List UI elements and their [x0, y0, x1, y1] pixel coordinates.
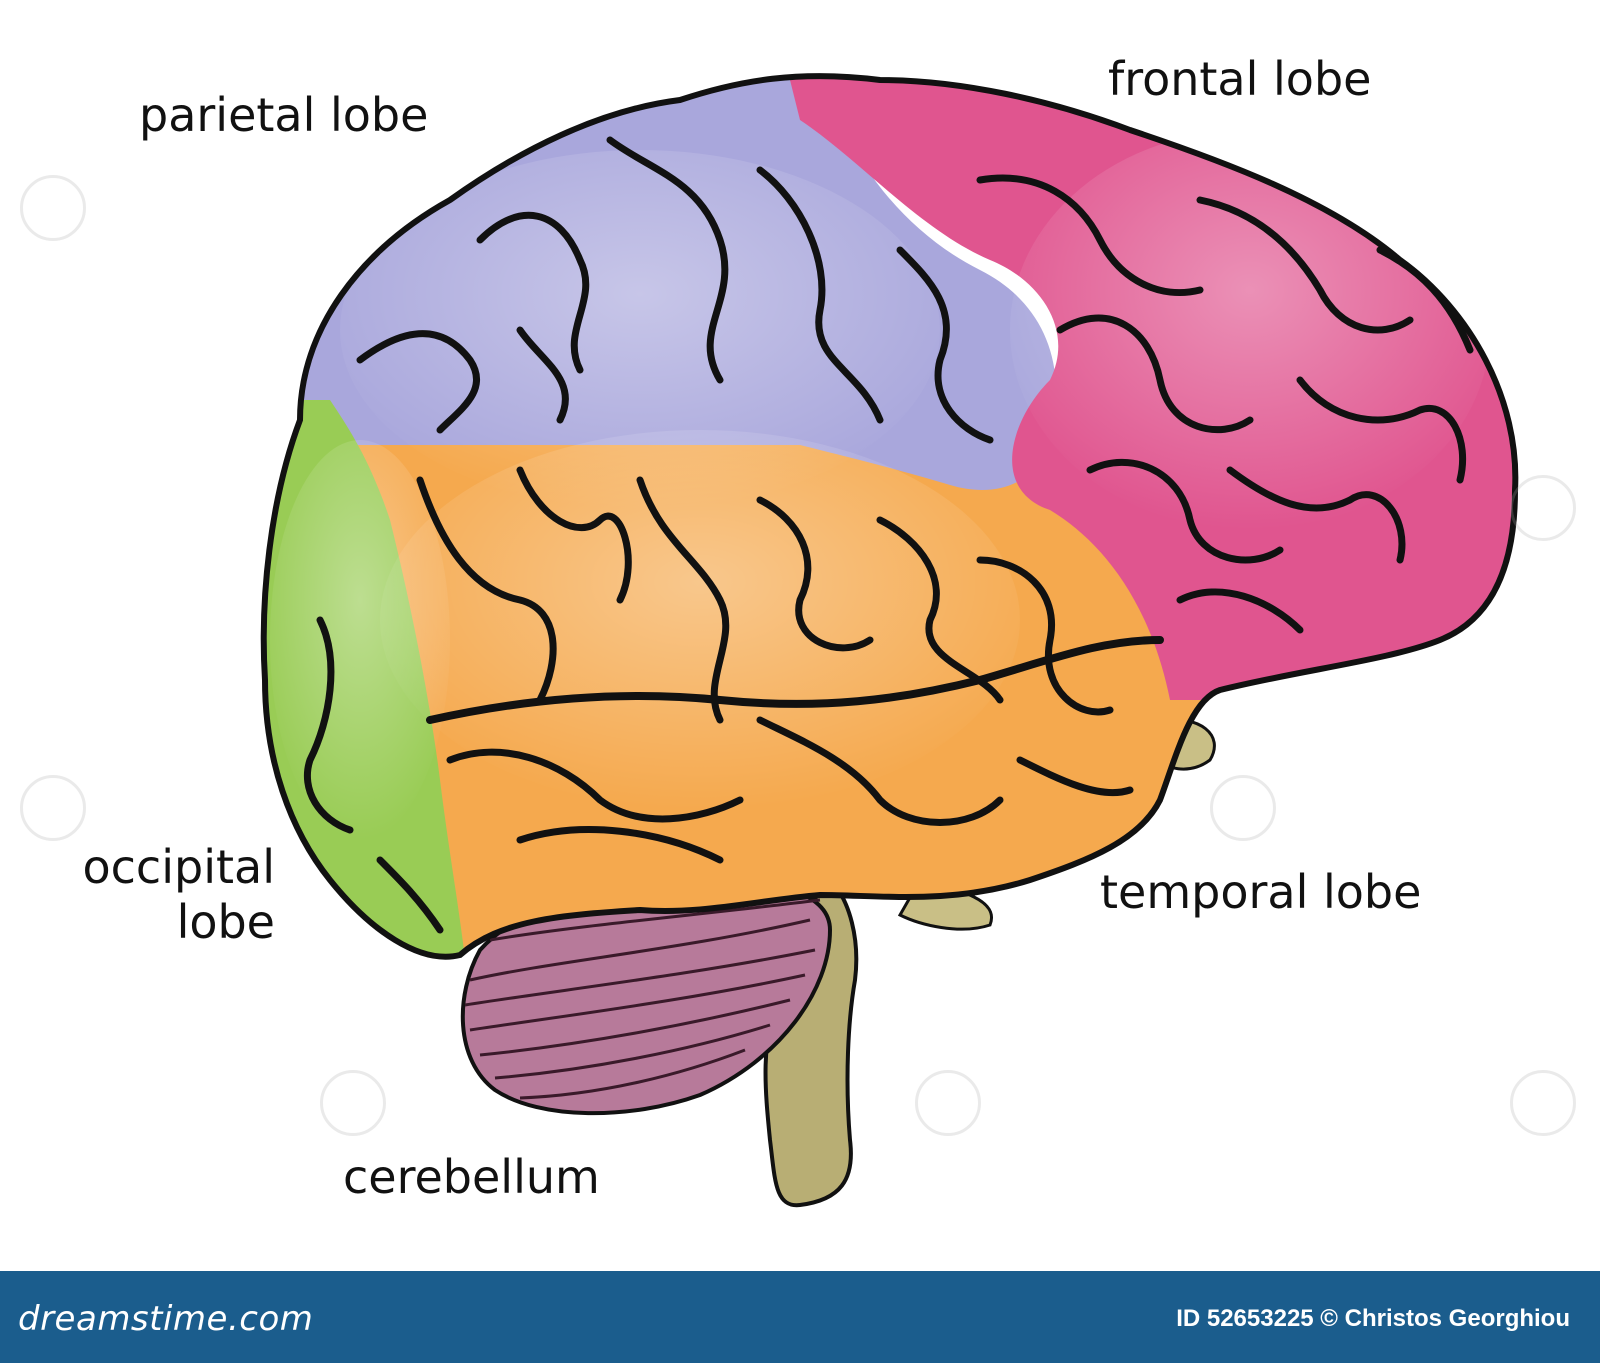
label-occipital-line1: occipital [82, 840, 276, 894]
footer-credit: ID 52653225 © Christos Georghiou [1176, 1305, 1570, 1332]
label-temporal-lobe: temporal lobe [1100, 865, 1422, 919]
cerebrum-outline [260, 73, 1519, 960]
watermark-swirl [20, 775, 86, 841]
label-parietal-lobe: parietal lobe [139, 88, 429, 142]
watermark-swirl [1210, 775, 1276, 841]
label-frontal-lobe: frontal lobe [1108, 52, 1372, 106]
cerebellum [460, 877, 833, 1116]
footer-bar: dreamstime.com ID 52653225 © Christos Ge… [0, 1271, 1600, 1363]
watermark-swirl [1510, 1070, 1576, 1136]
watermark-swirl [915, 1070, 981, 1136]
footer-site-logo[interactable]: dreamstime.com [18, 1299, 314, 1339]
label-occipital-line2: lobe [176, 895, 275, 950]
label-occipital-lobe: occipital lobe [70, 840, 276, 950]
watermark-swirl [320, 1070, 386, 1136]
brain-illustration [260, 73, 1519, 1208]
watermark-swirl [20, 175, 86, 241]
label-cerebellum: cerebellum [343, 1150, 600, 1204]
brain-diagram [260, 73, 1519, 1208]
watermark-swirl [1510, 475, 1576, 541]
